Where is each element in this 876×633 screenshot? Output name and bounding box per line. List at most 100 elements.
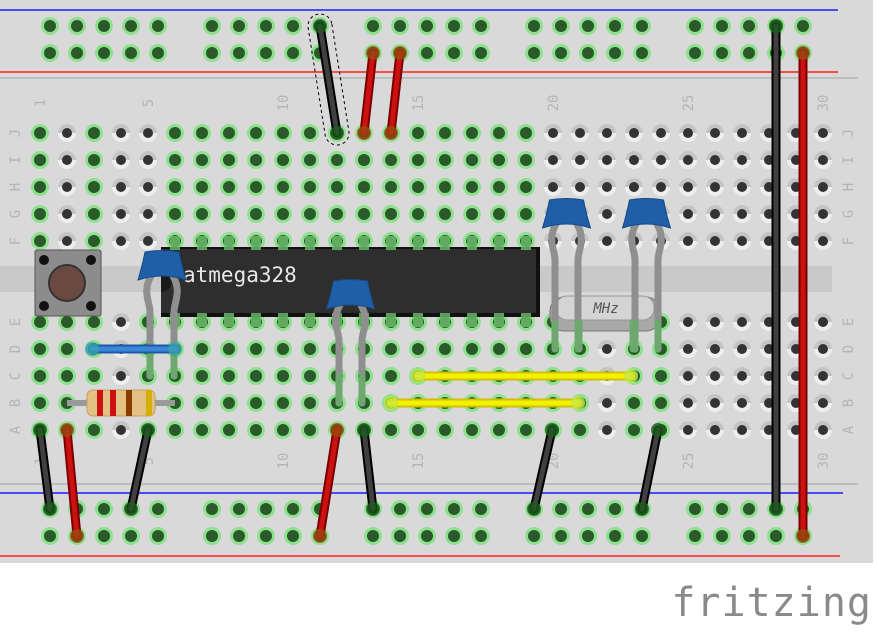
rail-hole-b2-15[interactable] bbox=[472, 527, 490, 545]
rail-hole-b1-13[interactable] bbox=[418, 500, 436, 518]
hole-G27[interactable] bbox=[733, 205, 751, 223]
rail-hole-t1-23[interactable] bbox=[740, 17, 758, 35]
hole-H7[interactable] bbox=[193, 178, 211, 196]
rail-hole-t2-20[interactable] bbox=[633, 44, 651, 62]
hole-I2[interactable] bbox=[58, 151, 76, 169]
rail-hole-t1-4[interactable] bbox=[122, 17, 140, 35]
rail-hole-t1-6[interactable] bbox=[203, 17, 221, 35]
hole-H26[interactable] bbox=[706, 178, 724, 196]
wire-end[interactable] bbox=[796, 46, 810, 60]
hole-J11[interactable] bbox=[301, 124, 319, 142]
hole-B30[interactable] bbox=[814, 394, 832, 412]
hole-J20[interactable] bbox=[544, 124, 562, 142]
hole-J30[interactable] bbox=[814, 124, 832, 142]
wire-red-rail-j14[interactable] bbox=[384, 46, 407, 140]
hole-J23[interactable] bbox=[625, 124, 643, 142]
rail-hole-b2-24[interactable] bbox=[767, 527, 785, 545]
hole-I3[interactable] bbox=[85, 151, 103, 169]
wire-end[interactable] bbox=[384, 396, 398, 410]
wire-end[interactable] bbox=[624, 369, 638, 383]
hole-J7[interactable] bbox=[193, 124, 211, 142]
hole-F27[interactable] bbox=[733, 232, 751, 250]
hole-D10[interactable] bbox=[274, 340, 292, 358]
wire-black-a13-rail[interactable] bbox=[357, 423, 380, 516]
hole-H13[interactable] bbox=[355, 178, 373, 196]
rail-hole-b1-7[interactable] bbox=[230, 500, 248, 518]
rail-hole-t2-9[interactable] bbox=[284, 44, 302, 62]
hole-I9[interactable] bbox=[247, 151, 265, 169]
hole-J26[interactable] bbox=[706, 124, 724, 142]
hole-I16[interactable] bbox=[436, 151, 454, 169]
hole-C11[interactable] bbox=[301, 367, 319, 385]
hole-A4[interactable] bbox=[112, 421, 130, 439]
wire-end[interactable] bbox=[571, 396, 585, 410]
hole-A26[interactable] bbox=[706, 421, 724, 439]
hole-E2[interactable] bbox=[58, 313, 76, 331]
wire-end[interactable] bbox=[651, 423, 665, 437]
hole-J15[interactable] bbox=[409, 124, 427, 142]
hole-I13[interactable] bbox=[355, 151, 373, 169]
hole-G15[interactable] bbox=[409, 205, 427, 223]
hole-C24[interactable] bbox=[652, 367, 670, 385]
wire-blue-d3-d6[interactable] bbox=[85, 342, 182, 356]
hole-B25[interactable] bbox=[679, 394, 697, 412]
hole-C2[interactable] bbox=[58, 367, 76, 385]
hole-E3[interactable] bbox=[85, 313, 103, 331]
hole-I11[interactable] bbox=[301, 151, 319, 169]
hole-J21[interactable] bbox=[571, 124, 589, 142]
rail-hole-t2-2[interactable] bbox=[68, 44, 86, 62]
wire-end[interactable] bbox=[411, 369, 425, 383]
hole-J17[interactable] bbox=[463, 124, 481, 142]
rail-hole-t1-11[interactable] bbox=[364, 17, 382, 35]
hole-G25[interactable] bbox=[679, 205, 697, 223]
wire-end[interactable] bbox=[357, 126, 371, 140]
hole-H18[interactable] bbox=[490, 178, 508, 196]
rail-hole-t1-1[interactable] bbox=[41, 17, 59, 35]
rail-hole-b1-3[interactable] bbox=[95, 500, 113, 518]
hole-G6[interactable] bbox=[166, 205, 184, 223]
hole-F5[interactable] bbox=[139, 232, 157, 250]
hole-J6[interactable] bbox=[166, 124, 184, 142]
hole-I14[interactable] bbox=[382, 151, 400, 169]
rail-hole-b2-22[interactable] bbox=[713, 527, 731, 545]
hole-I7[interactable] bbox=[193, 151, 211, 169]
rail-hole-b1-19[interactable] bbox=[606, 500, 624, 518]
rail-hole-t1-15[interactable] bbox=[472, 17, 490, 35]
hole-J19[interactable] bbox=[517, 124, 535, 142]
hole-H3[interactable] bbox=[85, 178, 103, 196]
rail-hole-t1-22[interactable] bbox=[713, 17, 731, 35]
hole-G13[interactable] bbox=[355, 205, 373, 223]
pushbutton[interactable] bbox=[34, 249, 102, 317]
hole-F2[interactable] bbox=[58, 232, 76, 250]
rail-hole-t2-18[interactable] bbox=[579, 44, 597, 62]
rail-hole-b1-15[interactable] bbox=[472, 500, 490, 518]
rail-hole-t2-22[interactable] bbox=[713, 44, 731, 62]
hole-F4[interactable] bbox=[112, 232, 130, 250]
hole-H11[interactable] bbox=[301, 178, 319, 196]
hole-B10[interactable] bbox=[274, 394, 292, 412]
hole-G11[interactable] bbox=[301, 205, 319, 223]
hole-G10[interactable] bbox=[274, 205, 292, 223]
wire-red-rail-to-rail[interactable] bbox=[796, 46, 810, 543]
rail-hole-t2-5[interactable] bbox=[149, 44, 167, 62]
hole-H12[interactable] bbox=[328, 178, 346, 196]
hole-F22[interactable] bbox=[598, 232, 616, 250]
hole-D1[interactable] bbox=[31, 340, 49, 358]
rail-hole-b1-8[interactable] bbox=[257, 500, 275, 518]
rail-hole-b2-23[interactable] bbox=[740, 527, 758, 545]
hole-J27[interactable] bbox=[733, 124, 751, 142]
hole-B27[interactable] bbox=[733, 394, 751, 412]
hole-C3[interactable] bbox=[85, 367, 103, 385]
rail-hole-b2-16[interactable] bbox=[525, 527, 543, 545]
hole-A6[interactable] bbox=[166, 421, 184, 439]
rail-hole-b1-9[interactable] bbox=[284, 500, 302, 518]
hole-B7[interactable] bbox=[193, 394, 211, 412]
hole-C26[interactable] bbox=[706, 367, 724, 385]
hole-C30[interactable] bbox=[814, 367, 832, 385]
hole-A8[interactable] bbox=[220, 421, 238, 439]
hole-H15[interactable] bbox=[409, 178, 427, 196]
hole-I4[interactable] bbox=[112, 151, 130, 169]
rail-hole-b2-14[interactable] bbox=[445, 527, 463, 545]
rail-hole-b1-21[interactable] bbox=[686, 500, 704, 518]
rail-hole-t2-4[interactable] bbox=[122, 44, 140, 62]
